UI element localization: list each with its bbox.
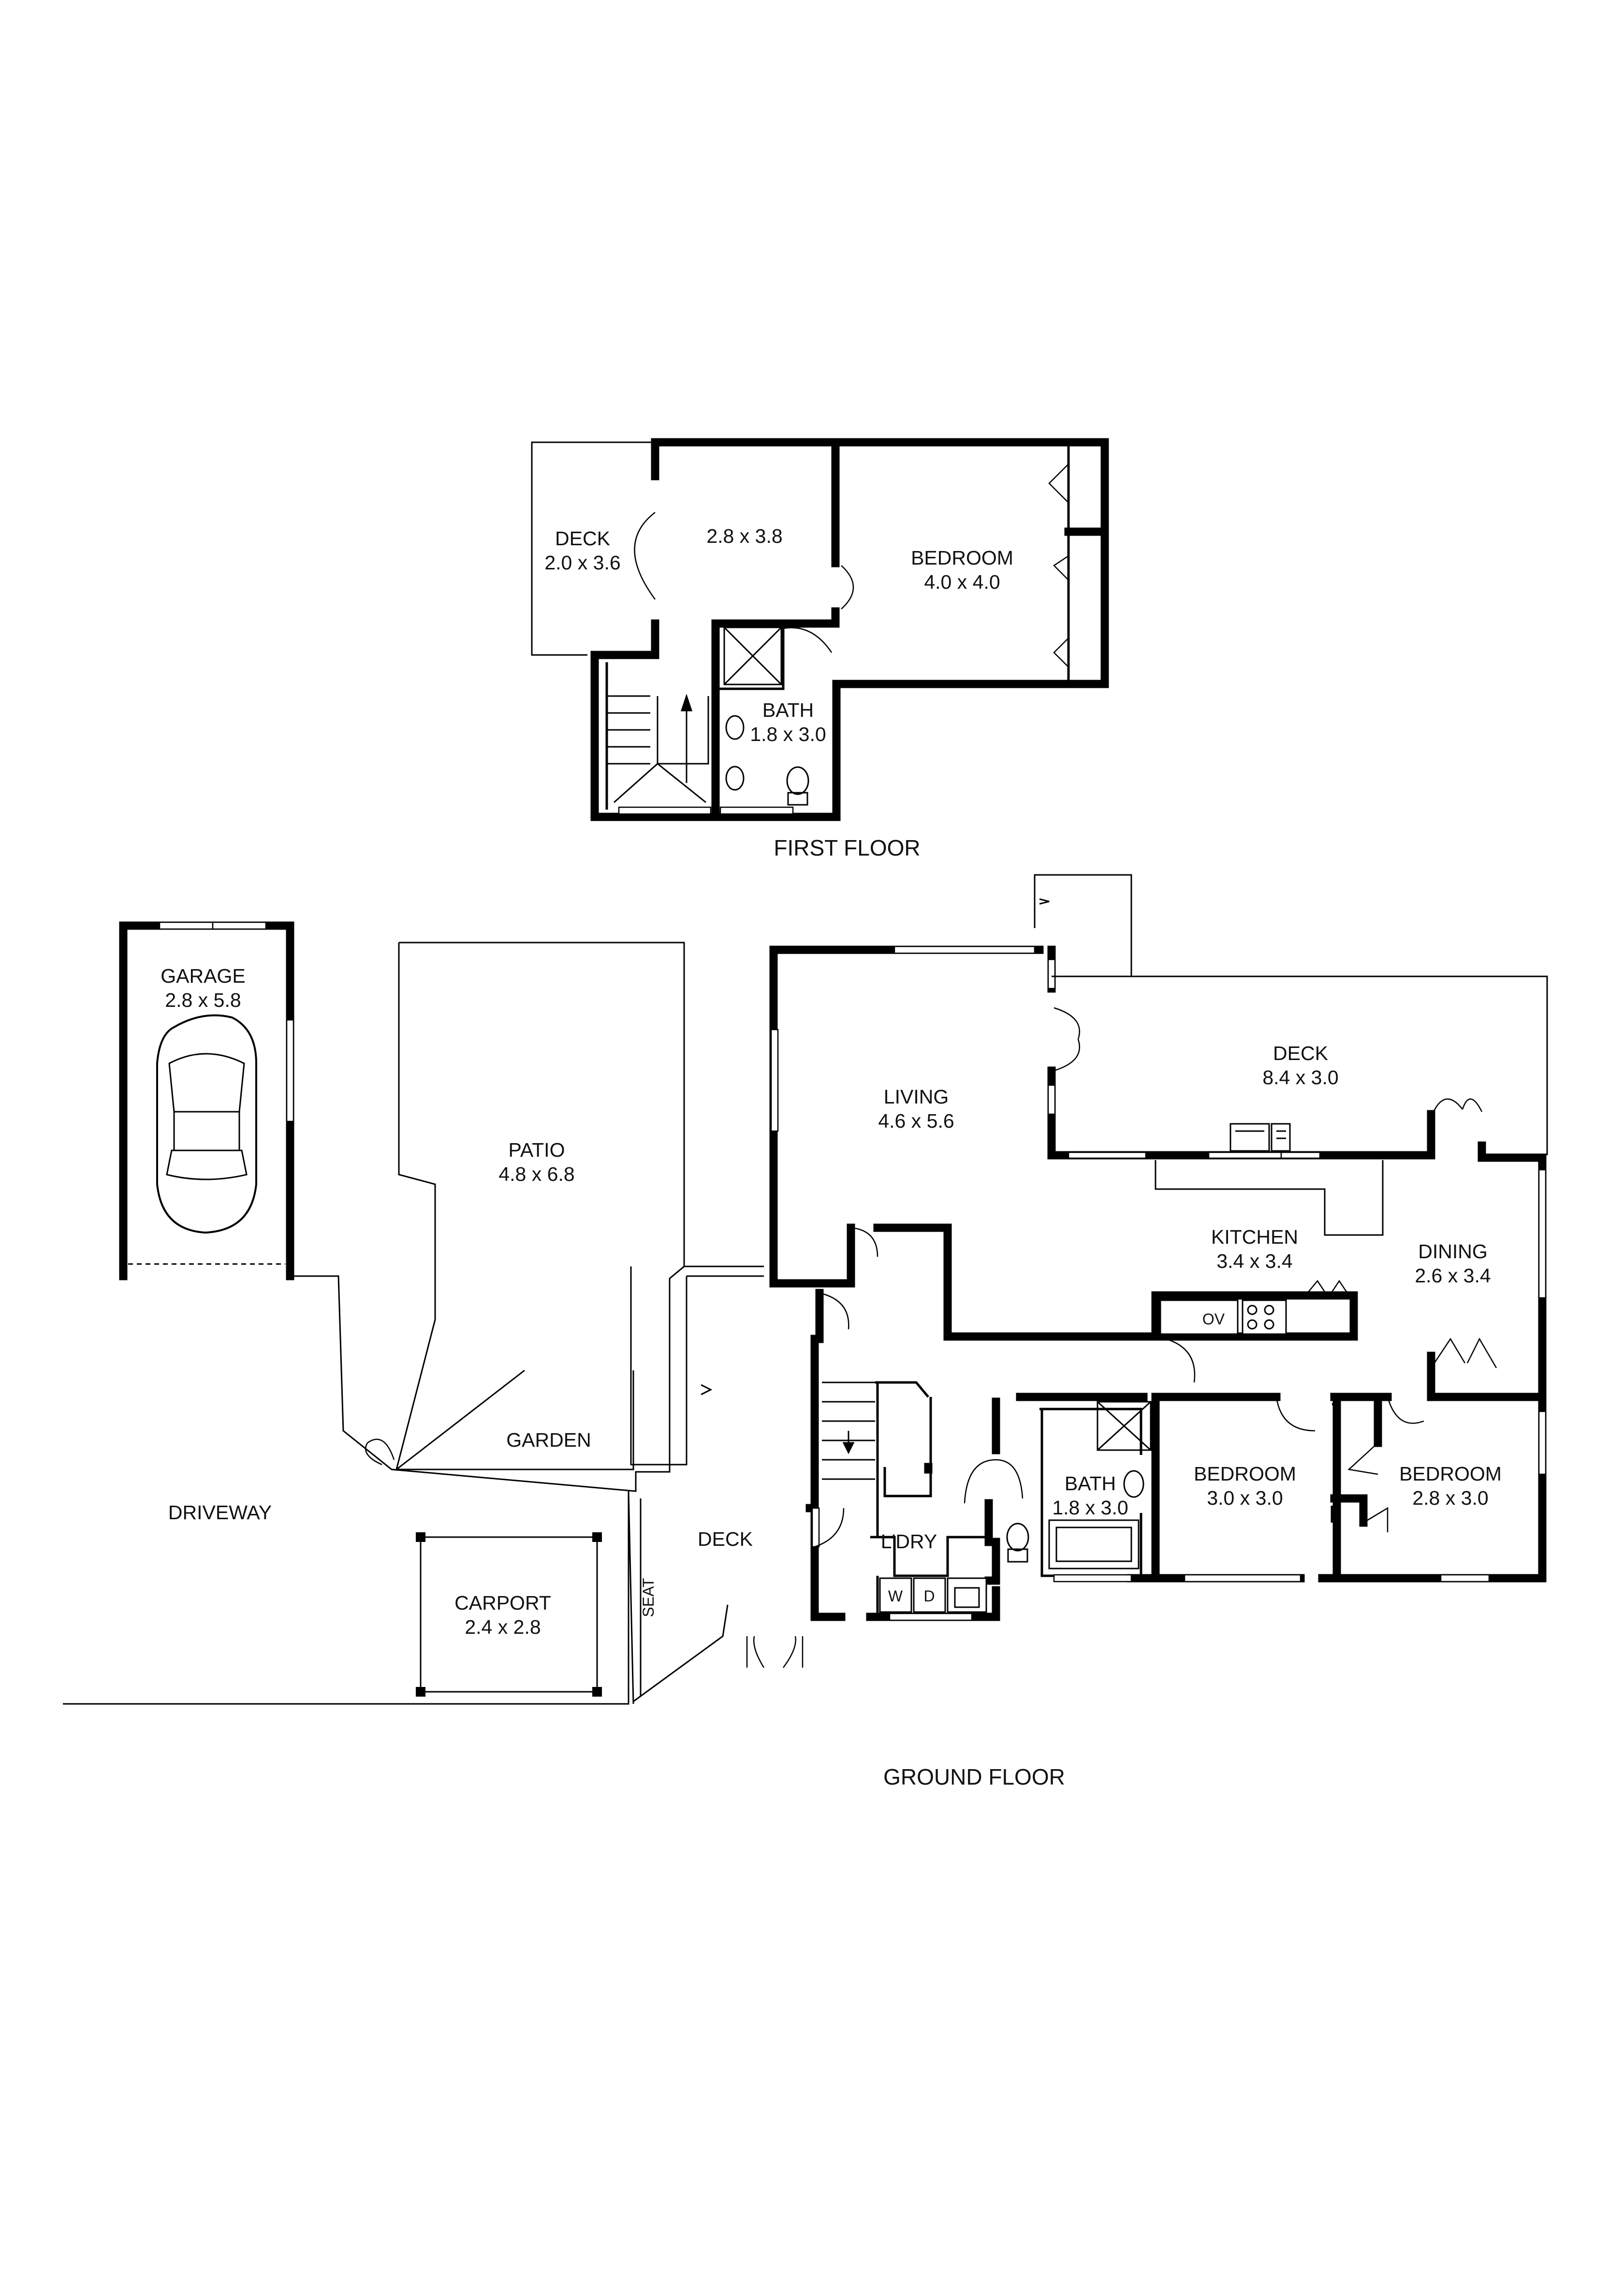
bedroom-3-size: 2.8 x 3.0	[1412, 1487, 1488, 1509]
front-deck-label: DECK	[698, 1528, 753, 1550]
first-floor-bedroom-label: BEDROOM	[911, 547, 1013, 569]
living-size: 4.6 x 5.6	[878, 1110, 954, 1132]
patio-door	[365, 1439, 395, 1466]
dryer-label: D	[923, 1587, 935, 1605]
ground-floor-doors	[746, 1007, 1497, 1668]
first-floor: DECK 2.0 x 3.6 2.8 x 3.8 BEDROOM 4.0 x 4…	[531, 438, 1109, 860]
first-floor-exterior-wall	[590, 438, 1109, 821]
patio-label: PATIO	[509, 1139, 565, 1161]
carport: CARPORT 2.4 x 2.8	[416, 1532, 602, 1697]
seat-label: SEAT	[640, 1578, 657, 1617]
first-floor-doors	[634, 464, 1069, 668]
garage-label: GARAGE	[161, 965, 245, 987]
ground-floor: GARAGE 2.8 x 5.8 CARPORT 2.4 x 2.8	[63, 874, 1548, 1789]
first-floor-bath-label: BATH	[762, 699, 814, 721]
kitchen-joinery	[1155, 1123, 1384, 1335]
patio-size: 4.8 x 6.8	[498, 1163, 574, 1185]
ground-floor-title: GROUND FLOOR	[883, 1764, 1065, 1789]
carport-label: CARPORT	[454, 1592, 551, 1614]
ground-floor-windows	[770, 945, 1547, 1621]
first-floor-room-size: 2.8 x 3.8	[706, 525, 782, 547]
bedroom-2-size: 3.0 x 3.0	[1207, 1487, 1283, 1509]
ground-bath-size: 1.8 x 3.0	[1052, 1497, 1128, 1519]
ground-stairs	[822, 1381, 875, 1480]
first-floor-bedroom-size: 4.0 x 4.0	[924, 571, 1000, 593]
ground-bath-fixtures	[1006, 1401, 1152, 1569]
dining-label: DINING	[1418, 1240, 1488, 1263]
kitchen-size: 3.4 x 3.4	[1216, 1250, 1292, 1272]
carport-size: 2.4 x 2.8	[465, 1616, 541, 1638]
dining-size: 2.6 x 3.4	[1415, 1264, 1491, 1287]
interior-walls	[870, 1291, 1547, 1617]
first-floor-deck-size: 2.0 x 3.6	[544, 552, 620, 574]
bedroom-3-label: BEDROOM	[1399, 1463, 1502, 1485]
first-floor-bath-fixtures	[723, 626, 809, 806]
bedroom-2-label: BEDROOM	[1194, 1463, 1296, 1485]
patio-area	[63, 942, 764, 1705]
rear-deck-outline	[1034, 874, 1548, 1155]
first-floor-bath-wall	[719, 622, 785, 690]
living-label: LIVING	[884, 1086, 949, 1108]
first-floor-bath-size: 1.8 x 3.0	[750, 723, 826, 745]
garden-label: GARDEN	[506, 1429, 591, 1451]
garage: GARAGE 2.8 x 5.8	[119, 921, 294, 1280]
washer-label: W	[888, 1587, 903, 1605]
laundry-label: L'DRY	[881, 1530, 937, 1553]
laundry-fixtures	[879, 1577, 987, 1613]
rear-deck-label: DECK	[1273, 1042, 1328, 1064]
first-floor-stairs	[607, 694, 709, 803]
garage-size: 2.8 x 5.8	[165, 989, 241, 1011]
first-floor-title: FIRST FLOOR	[774, 835, 920, 860]
ground-bath-label: BATH	[1065, 1472, 1116, 1495]
first-floor-deck-label: DECK	[555, 527, 610, 550]
rear-deck-size: 8.4 x 3.0	[1262, 1066, 1338, 1089]
driveway-label: DRIVEWAY	[168, 1501, 272, 1524]
first-floor-windows	[618, 806, 794, 815]
oven-label: OV	[1202, 1310, 1225, 1328]
kitchen-label: KITCHEN	[1211, 1226, 1298, 1248]
car-icon	[156, 1014, 257, 1234]
first-floor-deck-outline	[531, 441, 655, 656]
